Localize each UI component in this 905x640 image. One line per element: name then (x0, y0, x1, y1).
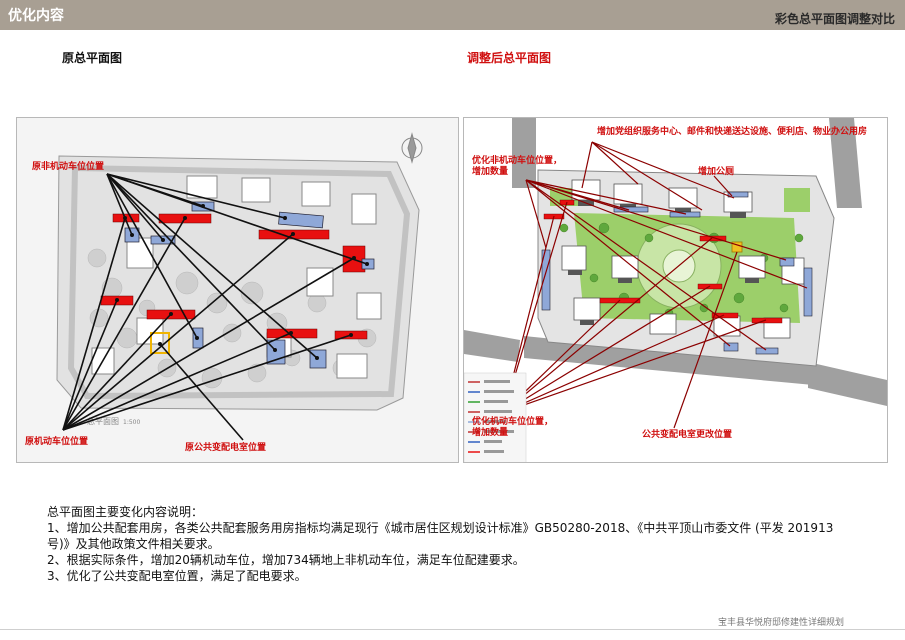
footer-project-name: 宝丰县华悦府邸修建性详细规划 (718, 618, 845, 628)
adjusted-nonmotor-parking (541, 191, 813, 355)
change-notes: 总平面图主要变化内容说明： 1、增加公共配套用房，各类公共配套服务用房指标均满足… (47, 504, 847, 584)
notes-line-3: 3、优化了公共变配电室位置，满足了配电要求。 (47, 569, 307, 583)
adjusted-plan-drawing (464, 118, 887, 462)
adjusted-site-plan: 增加党组织服务中心、邮件和快递送达设施、便利店、物业办公用房 优化非机动车位位置… (463, 117, 888, 463)
toilet-label: 增加公厕 (698, 167, 735, 177)
notes-heading: 总平面图主要变化内容说明： (47, 505, 204, 519)
original-plan-drawing: 总平面图 1:500 (17, 118, 458, 462)
nonmotor-label-line1: 优化非机动车位位置， (472, 156, 563, 166)
header-bar: 优化内容 彩色总平面图调整对比 (0, 0, 905, 30)
city-roads (464, 118, 887, 406)
original-site-plan: 总平面图 1:500 (16, 117, 459, 463)
motor-label-line1: 优化机动车位位置， (472, 417, 554, 427)
notes-line-1b: 号)》及其他政策文件相关要求。 (47, 537, 220, 551)
notes-line-2: 2、根据实际条件，增加20辆机动车位，增加734辆地上非机动车位，满足车位配建要… (47, 553, 525, 567)
motor-label-line2: 增加数量 (472, 428, 509, 438)
drawing-scale: 1:500 (123, 419, 140, 426)
original-nonmotor-label: 原非机动车位位置 (32, 162, 105, 172)
left-subtitle: 原总平面图 (62, 51, 123, 65)
section-title: 优化内容 (8, 8, 64, 24)
original-substation (150, 332, 170, 354)
original-motor-label: 原机动车位位置 (25, 437, 89, 447)
nonmotor-label-line2: 增加数量 (472, 167, 509, 177)
footer-rule (0, 629, 905, 630)
substation-label: 公共变配电室更改位置 (642, 430, 733, 440)
north-arrow-icon (401, 132, 423, 164)
notes-line-1: 1、增加公共配套用房，各类公共配套服务用房指标均满足现行《城市居住区规划设计标准… (47, 521, 834, 535)
footer-box (872, 616, 900, 628)
page-title: 彩色总平面图调整对比 (774, 12, 895, 26)
drawing-title: 总平面图 (87, 416, 119, 426)
services-label: 增加党组织服务中心、邮件和快递送达设施、便利店、物业办公用房 (597, 127, 868, 137)
right-subtitle: 调整后总平面图 (467, 51, 552, 65)
legend (464, 372, 527, 462)
original-substation-label: 原公共变配电室位置 (185, 443, 267, 453)
